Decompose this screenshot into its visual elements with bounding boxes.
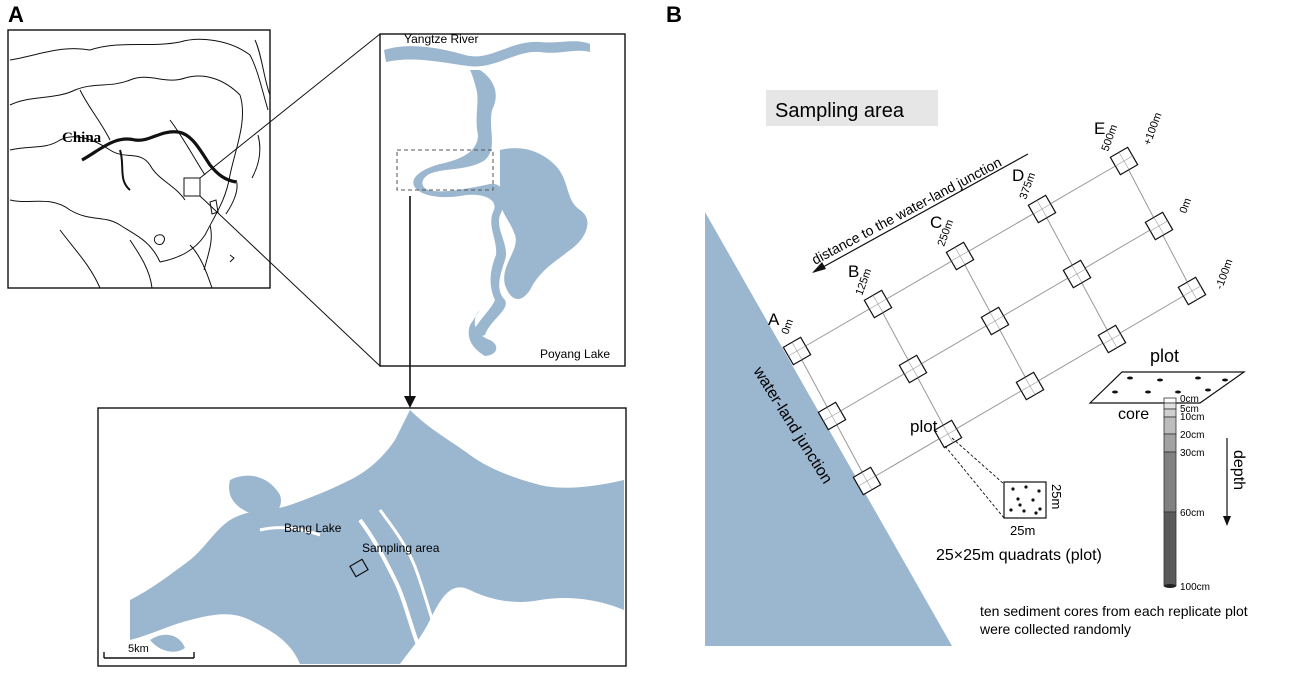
panel-a-letter: A	[8, 2, 24, 27]
arrow-head-icon	[404, 396, 416, 408]
transect-letter: D	[1012, 166, 1024, 185]
core-plot-label: plot	[1150, 346, 1179, 366]
plot-zoom-line	[944, 445, 1005, 519]
distance-label: distance to the water-land junction	[809, 154, 1004, 268]
china-label: China	[62, 130, 102, 146]
offset-label: -100m	[1214, 258, 1236, 291]
transect-letter: B	[848, 262, 859, 281]
arrow-head-icon	[812, 262, 826, 273]
offset-label: 0m	[1178, 197, 1195, 215]
depth-tick-label: 60cm	[1180, 508, 1204, 519]
depth-tick-label: 100cm	[1180, 582, 1210, 593]
transect-distance: 0m	[780, 318, 797, 336]
transect-letter: E	[1094, 119, 1105, 138]
title-background	[766, 90, 938, 126]
scale-label: 5km	[128, 643, 149, 655]
china-map	[7, 29, 271, 289]
sediment-core	[1163, 397, 1177, 588]
distance-arrow	[813, 153, 1029, 273]
sampling-area-title: Sampling area	[775, 100, 905, 122]
plot-label: plot	[910, 417, 938, 436]
depth-tick-label: 10cm	[1180, 412, 1204, 423]
note-line-1: ten sediment cores from each replicate p…	[980, 603, 1248, 619]
core-label: core	[1118, 406, 1149, 423]
zoom-line	[199, 33, 381, 179]
depth-tick-label: 30cm	[1180, 448, 1204, 459]
detail-map	[97, 407, 627, 667]
depth-tick-label: 5cm	[1180, 404, 1199, 415]
quadrat-diagram	[1003, 481, 1047, 519]
quadrat-caption: 25×25m quadrats (plot)	[936, 547, 1102, 564]
depth-label: depth	[1230, 450, 1247, 490]
plot-markers	[782, 146, 1207, 496]
arrow-head-icon	[1223, 516, 1231, 526]
plot-zoom-line	[951, 437, 1005, 485]
depth-tick-label: 0cm	[1180, 394, 1199, 405]
note-line-2: were collected randomly	[979, 621, 1131, 637]
scale-bar	[103, 652, 195, 659]
poyang-lake-label: Poyang Lake	[540, 347, 610, 361]
bang-lake-label: Bang Lake	[284, 521, 342, 535]
sampling-area-label: Sampling area	[362, 541, 440, 555]
zoom-line	[199, 195, 381, 367]
quadrat-side-label: 25m	[1049, 484, 1064, 509]
transect-letter: C	[930, 213, 942, 232]
offset-label: +100m	[1142, 111, 1165, 147]
poyang-map	[379, 33, 626, 367]
yangtze-river-label: Yangtze River	[404, 32, 478, 46]
core-plot-surface	[1088, 371, 1246, 404]
depth-tick-label: 20cm	[1180, 430, 1204, 441]
quadrat-side-label: 25m	[1010, 523, 1035, 538]
panel-b-letter: B	[666, 2, 682, 27]
transect-letter: A	[768, 310, 780, 329]
